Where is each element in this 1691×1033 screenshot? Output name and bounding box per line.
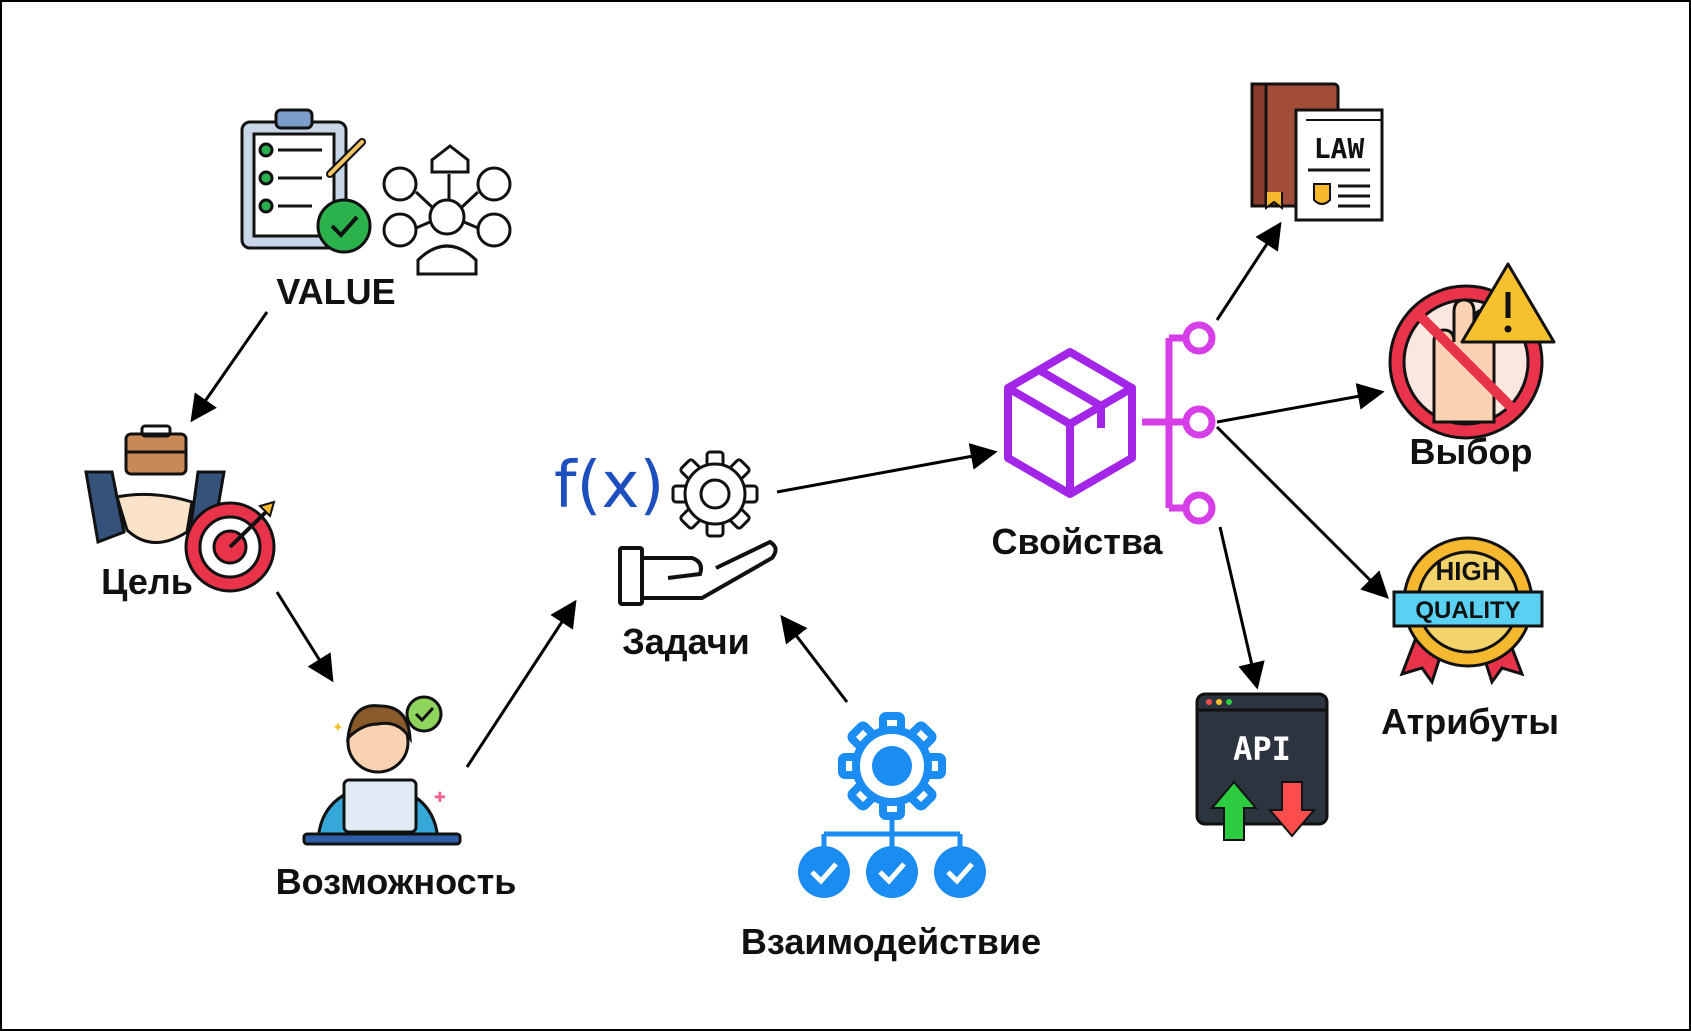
branch-connector-icon: [1142, 321, 1216, 525]
edge-properties-to-api: [1218, 526, 1265, 690]
edge-properties-to-choice: [1216, 383, 1385, 424]
svg-text:HIGH: HIGH: [1436, 556, 1501, 586]
gear-icon: [671, 450, 759, 538]
svg-text:✦: ✦: [332, 721, 344, 736]
gear-hierarchy-icon: [798, 712, 986, 898]
law-book-icon: LAW: [1250, 82, 1384, 222]
api-window-icon: API: [1195, 692, 1329, 841]
edge-goal-to-opportunity: [275, 591, 334, 683]
high-quality-badge-icon: HIGH QUALITY: [1392, 536, 1544, 686]
edge-opportunity-to-tasks: [465, 599, 577, 768]
edge-tasks-to-properties: [776, 443, 998, 494]
edges: [190, 221, 1389, 768]
handshake-icon: [84, 470, 226, 545]
box-icon: [1004, 348, 1136, 498]
value-label: VALUE: [276, 271, 396, 312]
edge-properties-to-law: [1215, 221, 1282, 321]
edge-value-to-goal: [190, 311, 269, 423]
attributes-label: Атрибуты: [1381, 701, 1559, 742]
person-at-laptop-icon: ✦ ✚: [302, 695, 462, 846]
svg-text:f(x): f(x): [554, 449, 664, 523]
svg-text:API: API: [1233, 730, 1291, 768]
edge-properties-to-attributes: [1215, 425, 1389, 599]
tasks-label: Задачи: [622, 621, 750, 662]
edge-interaction-to-tasks: [780, 614, 849, 703]
svg-text:✚: ✚: [434, 791, 446, 806]
customer-needs-icon: [382, 144, 512, 276]
stop-hand-warning-icon: [1388, 262, 1556, 440]
choice-label: Выбор: [1409, 431, 1533, 472]
properties-label: Свойства: [991, 521, 1163, 562]
checklist-icon: [240, 108, 372, 254]
briefcase-icon: [124, 424, 188, 476]
function-icon: f(x): [554, 449, 664, 523]
interaction-label: Взаимодействие: [740, 921, 1042, 962]
goal-label: Цель: [101, 561, 193, 602]
svg-text:QUALITY: QUALITY: [1415, 597, 1520, 624]
hand-icon: [618, 539, 778, 606]
target-icon: [184, 500, 276, 593]
svg-text:LAW: LAW: [1314, 132, 1365, 165]
opportunity-label: Возможность: [275, 861, 517, 902]
